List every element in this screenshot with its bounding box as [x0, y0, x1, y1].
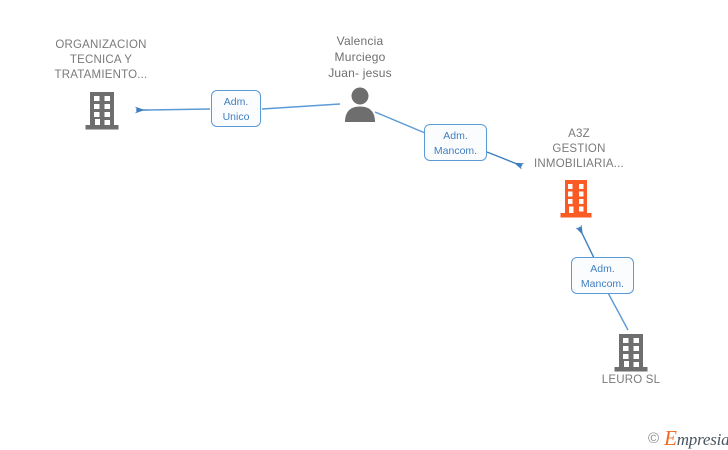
- node-label-a3z-gestion: A3Z GESTION INMOBILIARIA...: [534, 128, 624, 170]
- edge-label-adm-unico[interactable]: Adm. Unico: [211, 90, 261, 127]
- building-icon[interactable]: [84, 91, 120, 131]
- edge-label-adm-mancom-person-a3z[interactable]: Adm. Mancom.: [424, 124, 487, 161]
- brand-initial: E: [664, 426, 677, 450]
- edge-leuro-to-a3z: [575, 224, 629, 331]
- person-icon[interactable]: [341, 86, 379, 122]
- edge-label-adm-mancom-leuro-a3z[interactable]: Adm. Mancom.: [571, 257, 634, 294]
- node-label-org-tecnica: ORGANIZACION TECNICA Y TRATAMIENTO...: [54, 39, 148, 81]
- edge-person-to-org-tecnica: [135, 103, 341, 114]
- node-label-leuro-sl: LEURO SL: [601, 374, 661, 386]
- brand-name: Empresia: [664, 428, 728, 449]
- brand-rest: mpresia: [676, 430, 728, 449]
- building-icon[interactable]: [613, 333, 649, 373]
- building-icon[interactable]: [558, 179, 594, 219]
- copyright-icon: ©: [648, 430, 660, 447]
- empresia-watermark: © Empresia: [648, 428, 728, 449]
- node-label-valencia-murciego: Valencia Murciego Juan- jesus: [328, 34, 392, 80]
- edge-person-to-a3z: [374, 111, 525, 170]
